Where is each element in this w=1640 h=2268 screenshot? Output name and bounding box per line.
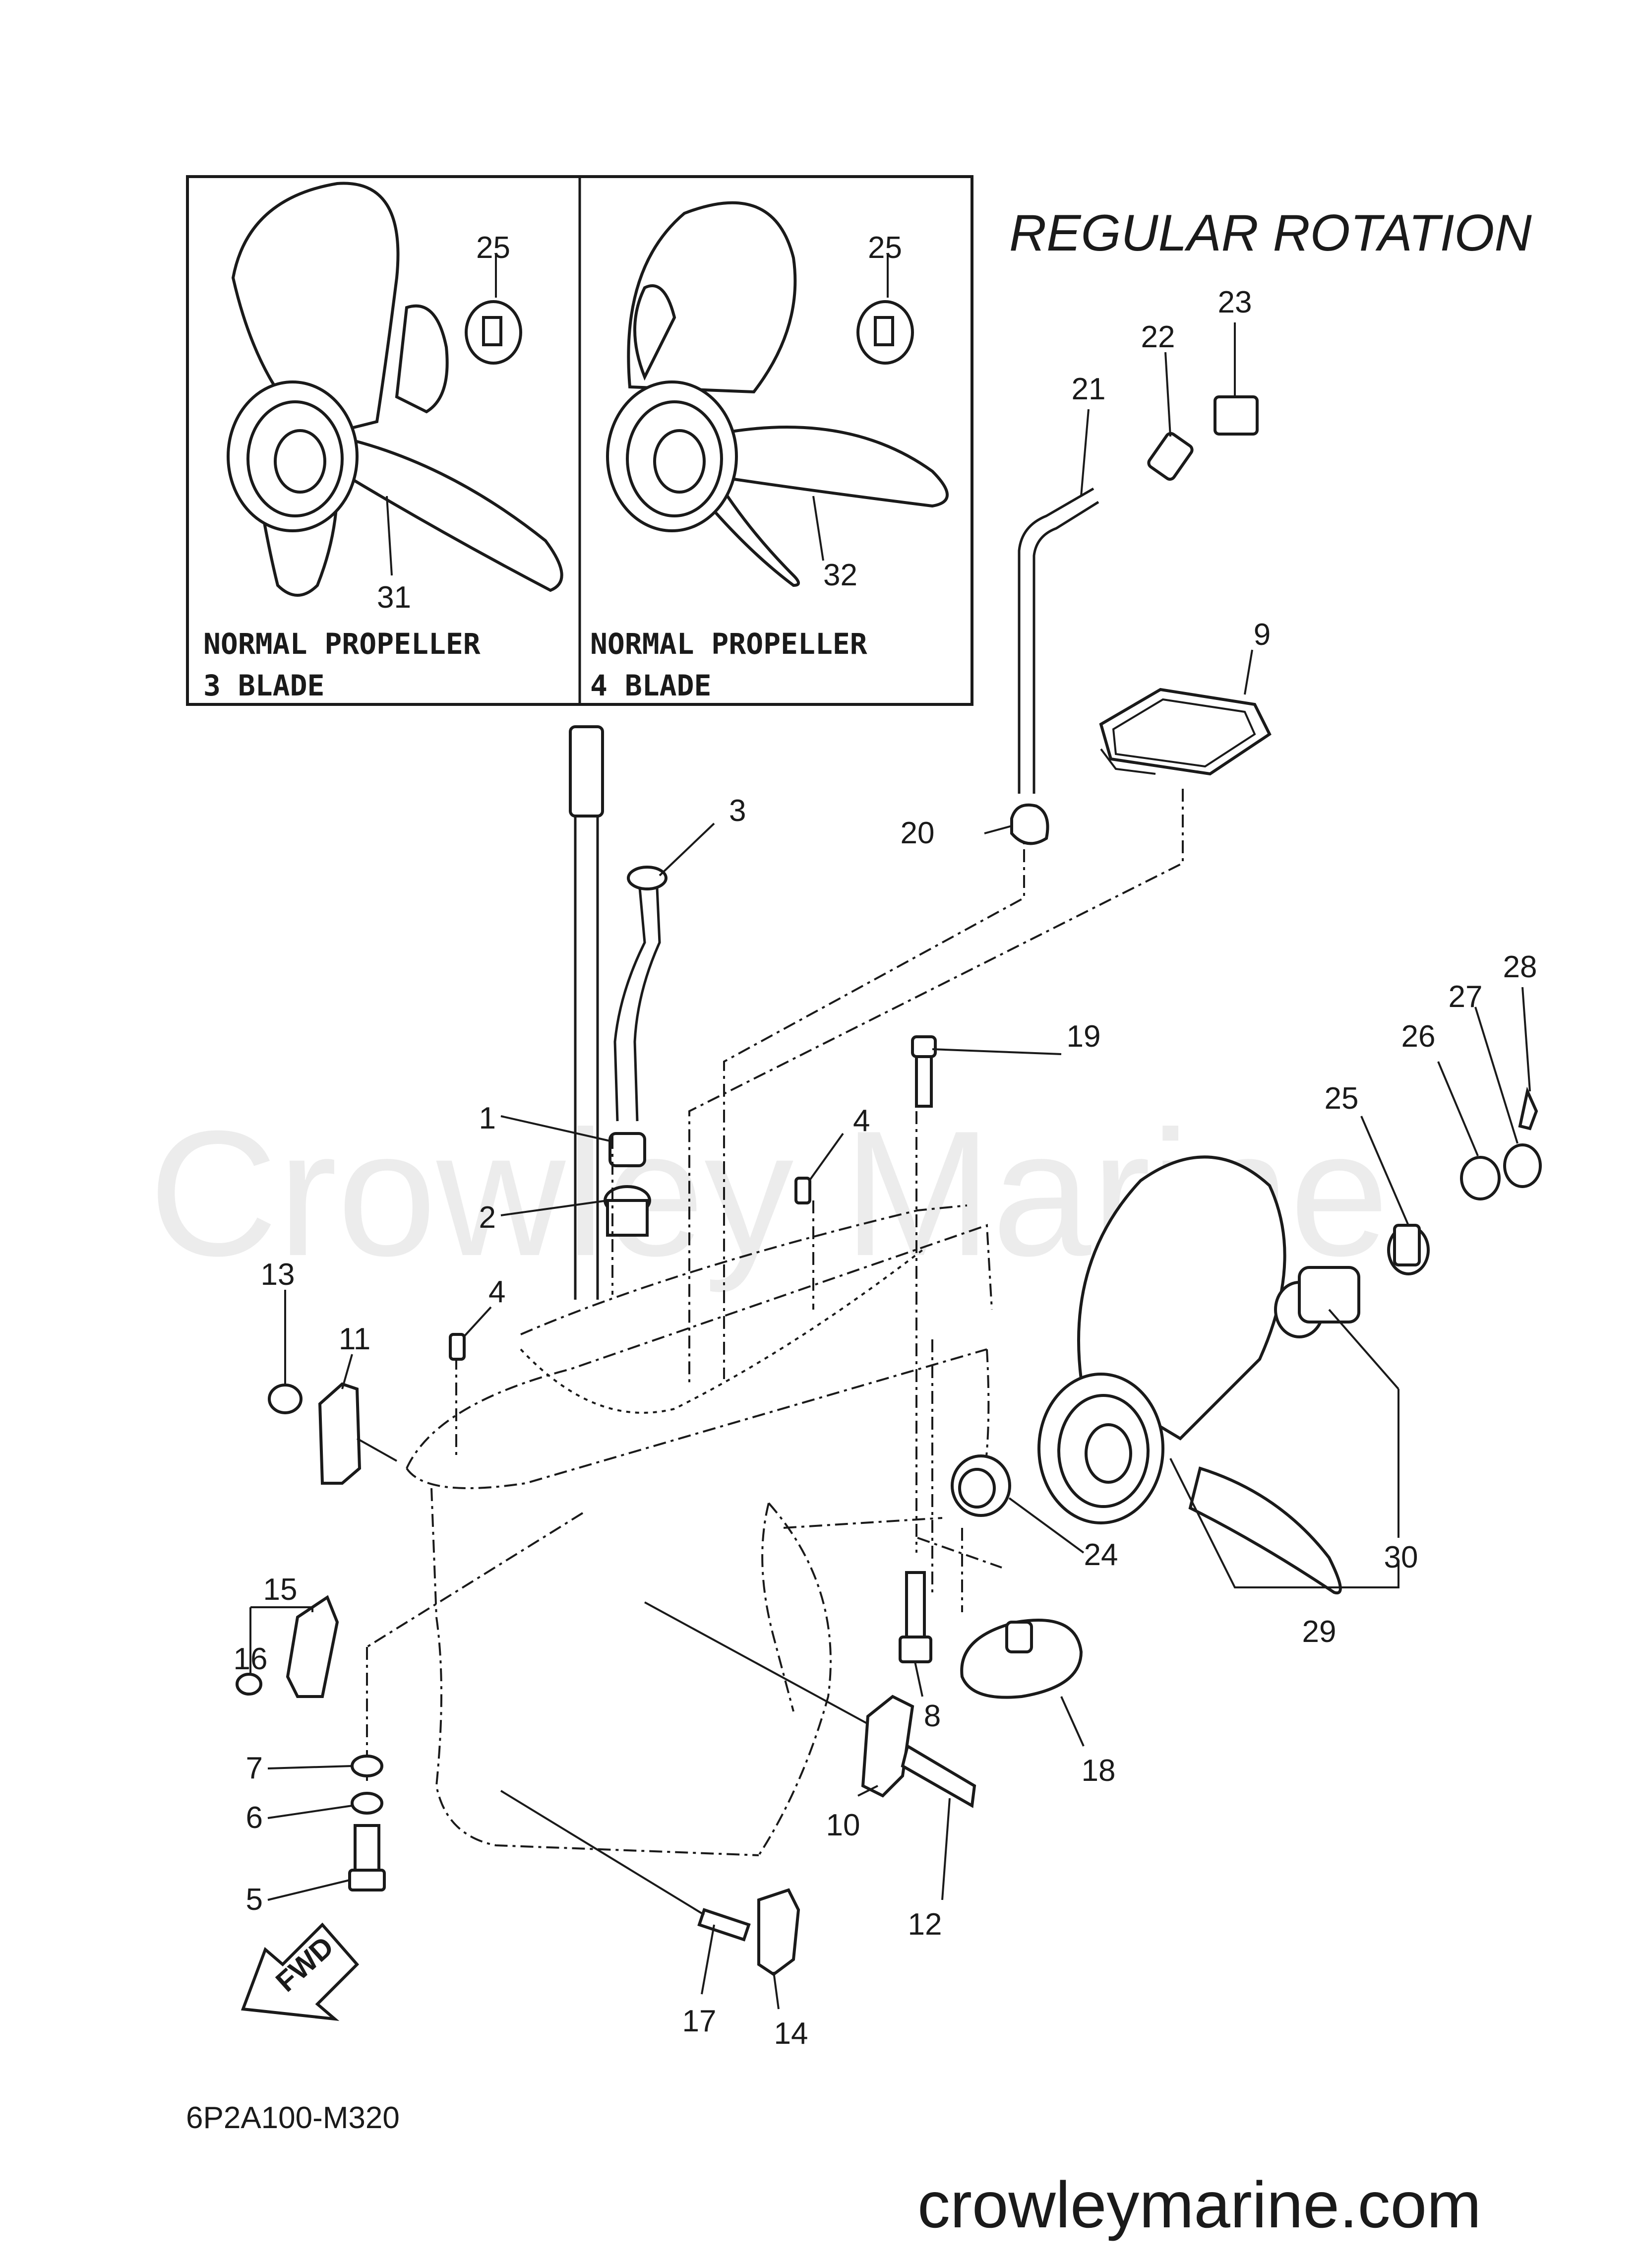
callout-25: 25 [1325, 1081, 1359, 1116]
lower-unit-drawing: FWD [236, 322, 1542, 2021]
callout-30: 30 [1384, 1540, 1418, 1575]
callout-12: 12 [908, 1907, 942, 1942]
callout-6: 6 [246, 1801, 263, 1835]
callout-21: 21 [1072, 372, 1106, 406]
callout-28: 28 [1503, 950, 1537, 984]
callout-22: 22 [1141, 320, 1175, 354]
callout-24: 24 [1084, 1538, 1118, 1572]
callout-5: 5 [246, 1883, 263, 1917]
inset-3-blade: 25 31 NORMAL PROPELLER 3 BLADE [203, 182, 563, 702]
inset1-label-25: 25 [476, 231, 510, 265]
callout-4a: 4 [853, 1104, 870, 1138]
inset1-caption-line2: 3 BLADE [203, 669, 324, 702]
callout-18: 18 [1082, 1754, 1116, 1788]
callout-15: 15 [263, 1573, 298, 1607]
callout-27: 27 [1449, 980, 1483, 1014]
callout-3: 3 [729, 794, 746, 828]
inset-4-blade: 25 32 NORMAL PROPELLER 4 BLADE [590, 201, 949, 702]
callout-16: 16 [234, 1642, 268, 1676]
callout-14: 14 [774, 2016, 808, 2051]
inset2-label-32: 32 [823, 558, 857, 592]
inset1-caption-line1: NORMAL PROPELLER [203, 627, 481, 661]
callout-20: 20 [901, 816, 935, 850]
fwd-arrow-icon: FWD [241, 1922, 360, 2021]
callout-8: 8 [924, 1699, 941, 1733]
diagram-title: REGULAR ROTATION [1009, 204, 1532, 262]
diagram-code: 6P2A100-M320 [186, 2101, 400, 2135]
propeller-insets: 25 31 NORMAL PROPELLER 3 BLADE 25 32 NOR… [186, 175, 973, 706]
callout-labels: 1 2 3 4 4 5 6 7 8 9 10 11 12 13 14 15 16… [234, 285, 1537, 2051]
inset2-label-25: 25 [868, 231, 902, 265]
callout-10: 10 [826, 1808, 860, 1842]
callout-2: 2 [479, 1200, 496, 1235]
callout-13: 13 [261, 1258, 295, 1292]
callout-9: 9 [1254, 618, 1271, 652]
callout-26: 26 [1401, 1019, 1436, 1054]
inset1-label-31: 31 [377, 580, 411, 615]
callout-19: 19 [1067, 1019, 1101, 1054]
callout-4b: 4 [488, 1275, 505, 1309]
inset2-caption-line1: NORMAL PROPELLER [590, 627, 867, 661]
callout-7: 7 [246, 1751, 263, 1785]
callout-11: 11 [339, 1322, 370, 1356]
callout-29: 29 [1302, 1615, 1336, 1649]
footer-url: crowleymarine.com [917, 2168, 1481, 2241]
callout-17: 17 [682, 2004, 717, 2038]
callout-23: 23 [1218, 285, 1252, 319]
callout-1: 1 [479, 1101, 496, 1135]
inset2-caption-line2: 4 BLADE [590, 669, 711, 702]
